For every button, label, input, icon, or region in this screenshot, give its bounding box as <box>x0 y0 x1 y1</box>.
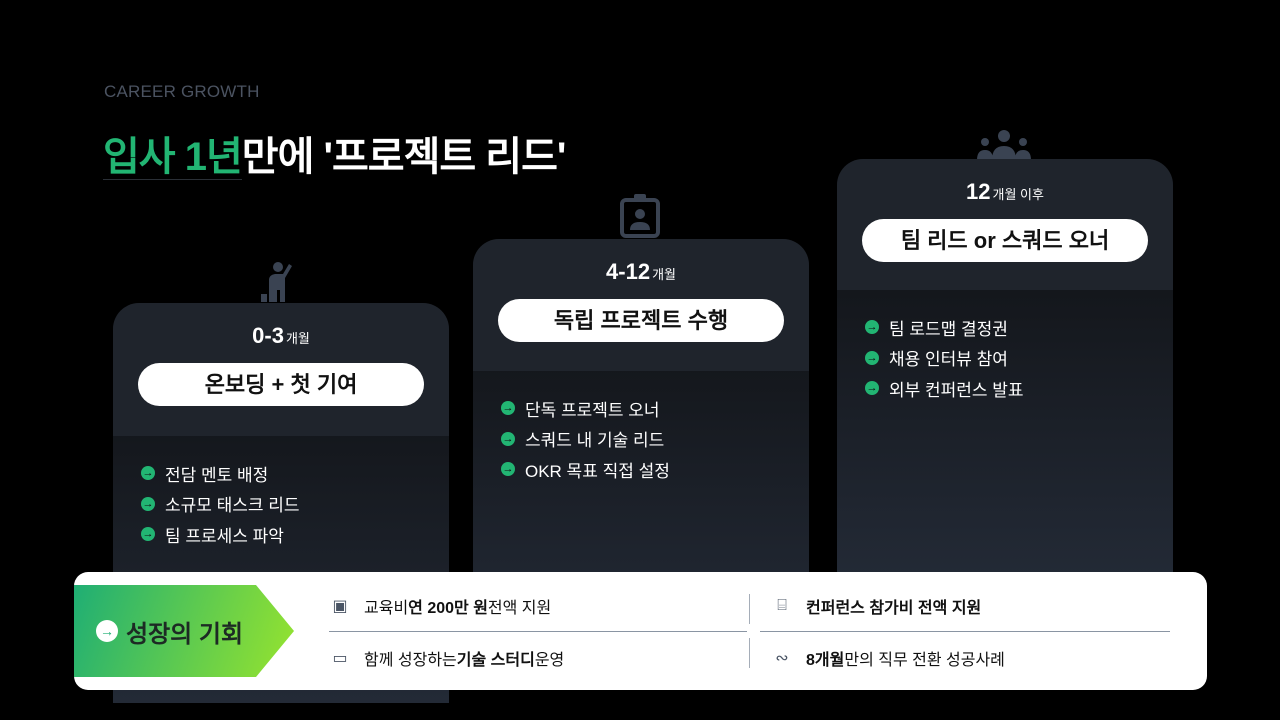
benefit-text: 운영 <box>534 652 565 669</box>
arrow-bullet-icon: → <box>141 466 155 481</box>
benefit-bold: 연 200만 원 <box>408 600 488 617</box>
list-item: → 전담 멘토 배정 <box>141 458 449 489</box>
person-waving-icon <box>261 262 292 302</box>
page-title: 입사 1년만에 '프로젝트 리드' <box>103 124 567 182</box>
period-unit: 개월 <box>285 331 310 346</box>
list-item: → OKR 목표 직접 설정 <box>501 454 809 485</box>
title-highlight: 입사 1년 <box>103 135 243 180</box>
divider <box>329 631 747 632</box>
list-item: → 팀 프로세스 파악 <box>141 519 449 550</box>
arrow-bullet-icon: → <box>501 462 515 477</box>
list-item: → 단독 프로젝트 오너 <box>501 393 809 424</box>
item-text: 외부 컨퍼런스 발표 <box>889 380 1024 400</box>
list-item: → 팀 로드맵 결정권 <box>865 312 1173 343</box>
arrow-bullet-icon: → <box>865 350 879 365</box>
list-item: → 채용 인터뷰 참여 <box>865 343 1173 374</box>
item-text: 채용 인터뷰 참여 <box>889 350 1008 370</box>
list-item: → 소규모 태스크 리드 <box>141 489 449 520</box>
team-icon <box>977 130 1031 160</box>
stage-title: 온보딩 + 첫 기여 <box>138 363 424 406</box>
title-rest: 만에 '프로젝트 리드' <box>241 135 567 179</box>
arrow-bullet-icon: → <box>865 320 879 335</box>
arrow-bullet-icon: → <box>501 401 515 416</box>
route-icon: ∾ <box>775 650 789 667</box>
growth-opportunities-panel: → 성장의 기회 ▣ 교육비 연 200만 원 전액 지원 ⌸ 컨퍼런스 참가비 전액… <box>74 572 1207 690</box>
growth-label-banner: → 성장의 기회 <box>74 585 294 677</box>
list-item: → 외부 컨퍼런스 발표 <box>865 373 1173 404</box>
arrow-right-icon: → <box>96 620 118 642</box>
benefit-text: 만의 직무 전환 성공사례 <box>844 652 1005 669</box>
stage-title: 독립 프로젝트 수행 <box>498 299 784 342</box>
chat-icon: ▭ <box>332 650 348 667</box>
period: 12 <box>966 179 991 204</box>
arrow-bullet-icon: → <box>865 381 879 396</box>
arrow-bullet-icon: → <box>141 496 155 511</box>
item-text: 전담 멘토 배정 <box>165 465 269 485</box>
eyebrow: CAREER GROWTH <box>104 82 260 101</box>
benefit-bold: 컨퍼런스 참가비 전액 지원 <box>806 600 982 617</box>
benefit-item: ▭ 함께 성장하는 기술 스터디 운영 <box>330 646 564 670</box>
divider <box>760 631 1170 632</box>
growth-label: 성장의 기회 <box>126 620 244 648</box>
divider <box>749 594 750 624</box>
item-text: 스쿼드 내 기술 리드 <box>525 431 665 451</box>
benefit-item: ∾ 8개월 만의 직무 전환 성공사례 <box>772 646 1005 670</box>
benefit-bold: 8개월 <box>806 652 845 669</box>
benefit-item: ▣ 교육비 연 200만 원 전액 지원 <box>330 594 551 618</box>
ticket-icon: ⌸ <box>777 597 787 614</box>
period-unit: 개월 이후 <box>992 187 1044 202</box>
period-unit: 개월 <box>652 267 676 282</box>
arrow-bullet-icon: → <box>141 527 155 542</box>
arrow-bullet-icon: → <box>501 431 515 446</box>
item-text: 소규모 태스크 리드 <box>165 496 300 516</box>
benefit-text: 교육비 <box>364 600 409 617</box>
item-text: OKR 목표 직접 설정 <box>525 461 670 481</box>
period: 0-3 <box>252 323 284 348</box>
benefit-text: 함께 성장하는 <box>364 652 457 669</box>
item-text: 팀 로드맵 결정권 <box>889 319 1008 339</box>
money-icon: ▣ <box>332 598 348 615</box>
list-item: → 스쿼드 내 기술 리드 <box>501 424 809 455</box>
item-text: 단독 프로젝트 오너 <box>525 400 660 420</box>
benefit-item: ⌸ 컨퍼런스 참가비 전액 지원 <box>772 594 981 618</box>
benefit-text: 전액 지원 <box>487 600 552 617</box>
id-badge-icon <box>620 194 660 238</box>
divider <box>749 638 750 668</box>
benefit-bold: 기술 스터디 <box>456 652 535 669</box>
stage-title: 팀 리드 or 스쿼드 오너 <box>862 219 1148 262</box>
item-text: 팀 프로세스 파악 <box>165 526 284 546</box>
period: 4-12 <box>606 259 651 284</box>
